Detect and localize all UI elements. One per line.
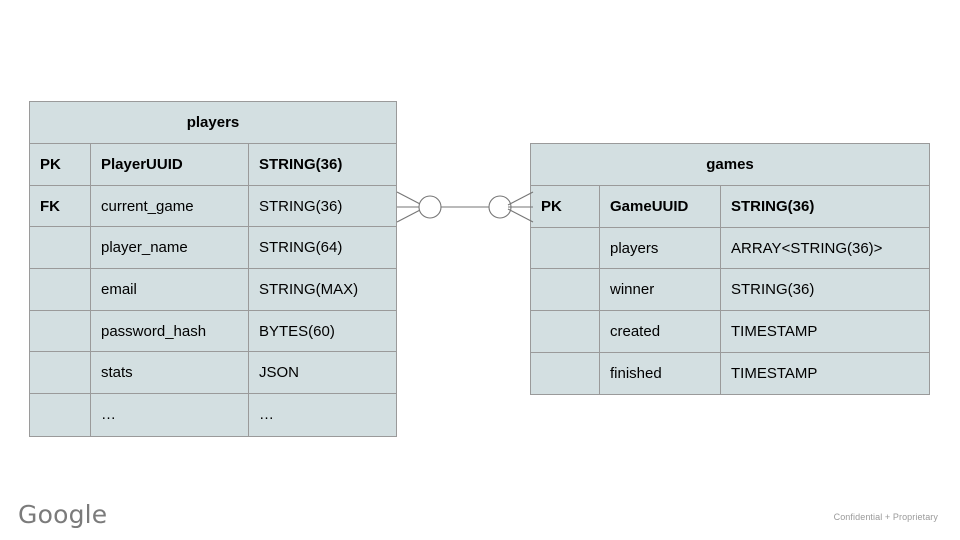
entity-title-players: players — [30, 102, 396, 144]
row-type: STRING(64) — [259, 239, 343, 257]
entity-table-games[interactable]: games PK GameUUID STRING(36) players ARR… — [530, 143, 930, 395]
row-name: … — [91, 394, 249, 436]
relationship-connector-crows-foot — [396, 191, 534, 223]
table-row[interactable]: PK GameUUID STRING(36) — [531, 186, 929, 228]
confidentiality-note: Confidential + Proprietary — [833, 512, 938, 522]
row-name: created — [600, 311, 721, 352]
row-key — [30, 352, 91, 394]
table-row[interactable]: winner STRING(36) — [531, 269, 929, 312]
row-type: BYTES(60) — [259, 322, 335, 340]
row-name: player_name — [91, 227, 249, 269]
cardinality-zero-circle-left-icon — [418, 195, 442, 219]
table-row[interactable]: finished TIMESTAMP — [531, 352, 929, 395]
row-name: GameUUID — [600, 186, 721, 227]
row-type: STRING(36) — [731, 281, 815, 299]
crows-foot-right-icon — [507, 191, 534, 223]
row-key — [30, 310, 91, 352]
row-type: STRING(MAX) — [259, 280, 359, 298]
row-key — [531, 311, 600, 352]
row-name: password_hash — [91, 310, 249, 352]
table-row[interactable]: created TIMESTAMP — [531, 311, 929, 353]
row-key — [531, 352, 600, 395]
row-type: ARRAY<STRING(36)> — [731, 239, 883, 257]
google-logo: Google — [18, 500, 108, 529]
table-row[interactable]: … … — [30, 394, 396, 436]
table-row[interactable]: email STRING(MAX) — [30, 269, 396, 311]
row-key: PK — [531, 186, 600, 227]
row-type: TIMESTAMP — [731, 322, 818, 340]
row-name: PlayerUUID — [91, 144, 249, 185]
row-type: … — [259, 406, 274, 424]
entity-title-games: games — [531, 144, 929, 186]
row-name: players — [600, 227, 721, 269]
row-name: stats — [91, 352, 249, 394]
crows-foot-left-icon — [396, 191, 423, 223]
row-key — [30, 394, 91, 436]
row-key — [531, 269, 600, 311]
row-name: winner — [600, 269, 721, 311]
table-row[interactable]: player_name STRING(64) — [30, 227, 396, 270]
row-name: finished — [600, 352, 721, 395]
cardinality-zero-circle-right-icon — [488, 195, 512, 219]
row-type: JSON — [259, 364, 300, 382]
row-key — [30, 269, 91, 310]
table-row[interactable]: FK current_game STRING(36) — [30, 185, 396, 228]
row-type: STRING(36) — [259, 155, 343, 173]
row-type: STRING(36) — [731, 197, 815, 215]
row-key — [531, 227, 600, 269]
row-type: STRING(36) — [259, 197, 343, 215]
row-name: email — [91, 269, 249, 310]
table-row[interactable]: password_hash BYTES(60) — [30, 310, 396, 353]
row-name: current_game — [91, 185, 249, 227]
table-row[interactable]: players ARRAY<STRING(36)> — [531, 227, 929, 270]
row-type: TIMESTAMP — [731, 365, 818, 383]
row-key: PK — [30, 144, 91, 185]
row-key — [30, 227, 91, 269]
row-key: FK — [30, 185, 91, 227]
table-row[interactable]: PK PlayerUUID STRING(36) — [30, 144, 396, 186]
table-row[interactable]: stats JSON — [30, 352, 396, 395]
entity-table-players[interactable]: players PK PlayerUUID STRING(36) FK curr… — [29, 101, 397, 437]
